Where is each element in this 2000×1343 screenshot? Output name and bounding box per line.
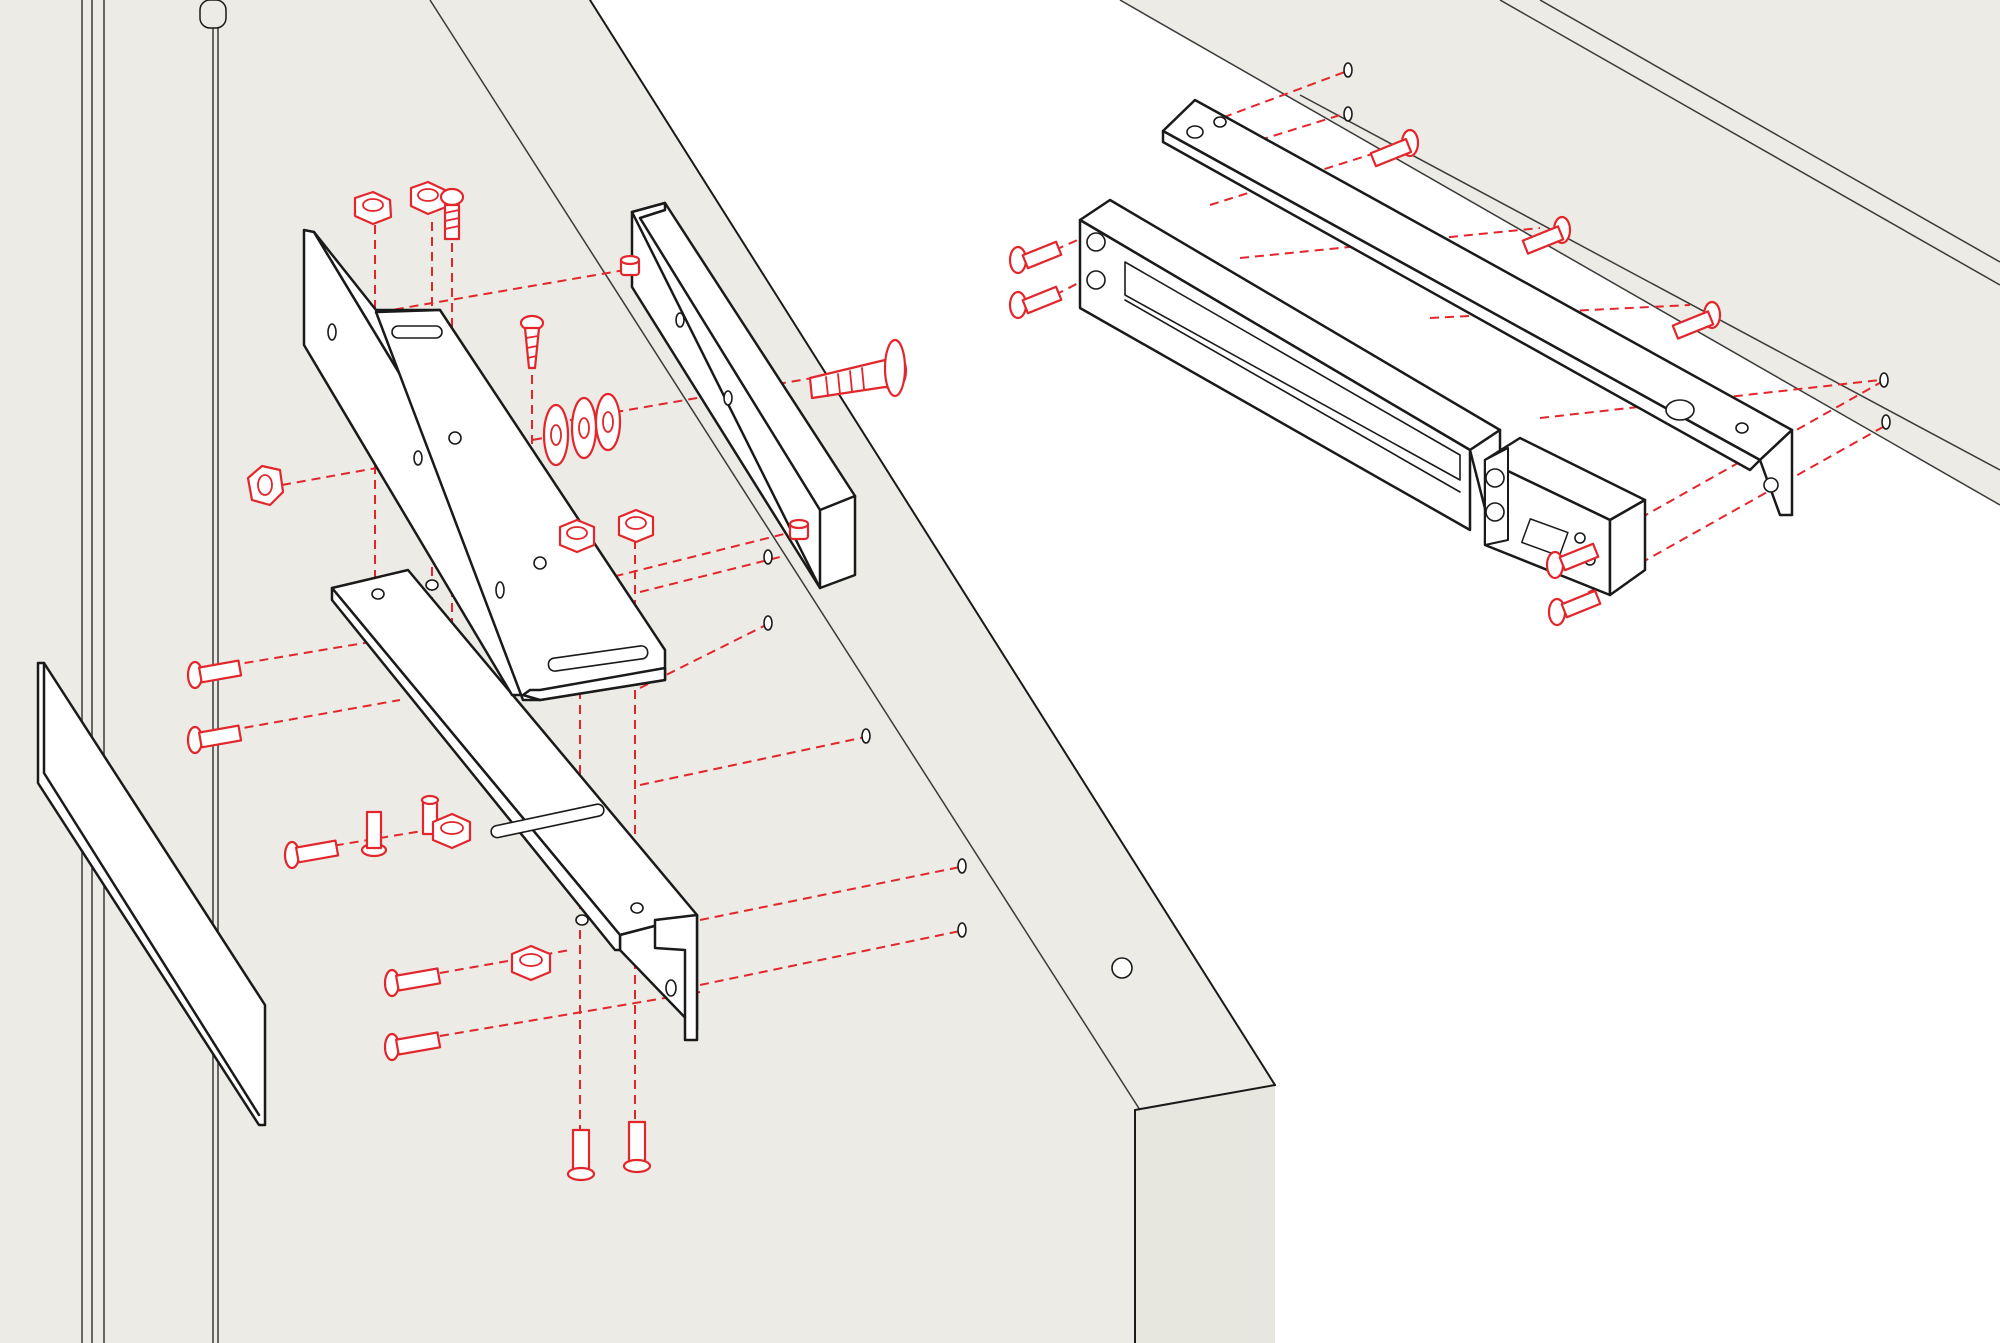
washer-stack bbox=[542, 392, 622, 467]
nut bbox=[617, 508, 655, 544]
screw bbox=[1008, 240, 1063, 275]
screw bbox=[622, 1120, 652, 1174]
screw bbox=[1521, 215, 1572, 255]
frame-lines bbox=[81, 0, 2000, 1343]
screw bbox=[1671, 300, 1722, 340]
screw bbox=[283, 839, 340, 870]
screw bbox=[1547, 589, 1602, 627]
l-bracket bbox=[302, 228, 667, 702]
frame-holes bbox=[763, 62, 1891, 938]
bolt bbox=[808, 338, 908, 400]
nut bbox=[558, 518, 596, 554]
nut bbox=[353, 190, 393, 226]
spacer-bar bbox=[630, 201, 857, 590]
mag-lock-assembly bbox=[763, 62, 1891, 938]
screw bbox=[1369, 128, 1420, 168]
screw bbox=[383, 1031, 442, 1062]
nut bbox=[246, 464, 285, 507]
screw bbox=[566, 1128, 596, 1182]
door-rod bbox=[199, 0, 227, 29]
screw bbox=[439, 187, 465, 241]
screw bbox=[186, 724, 243, 755]
nut bbox=[431, 812, 472, 850]
magnetic-lock-body bbox=[1078, 198, 1647, 597]
screw bbox=[1545, 542, 1600, 580]
standoff bbox=[788, 518, 810, 541]
mounting-plate bbox=[1161, 98, 1794, 517]
nut bbox=[510, 944, 552, 982]
frame-hole bbox=[1111, 957, 1133, 979]
screw bbox=[360, 810, 388, 858]
bracket-assembly bbox=[186, 180, 966, 1182]
screw bbox=[1008, 285, 1063, 320]
screw bbox=[186, 659, 243, 690]
screw bbox=[383, 967, 442, 998]
strike-plate bbox=[36, 661, 267, 1127]
z-plate bbox=[330, 568, 699, 1042]
standoff bbox=[619, 254, 641, 277]
nut bbox=[409, 180, 448, 216]
screw bbox=[519, 314, 545, 370]
